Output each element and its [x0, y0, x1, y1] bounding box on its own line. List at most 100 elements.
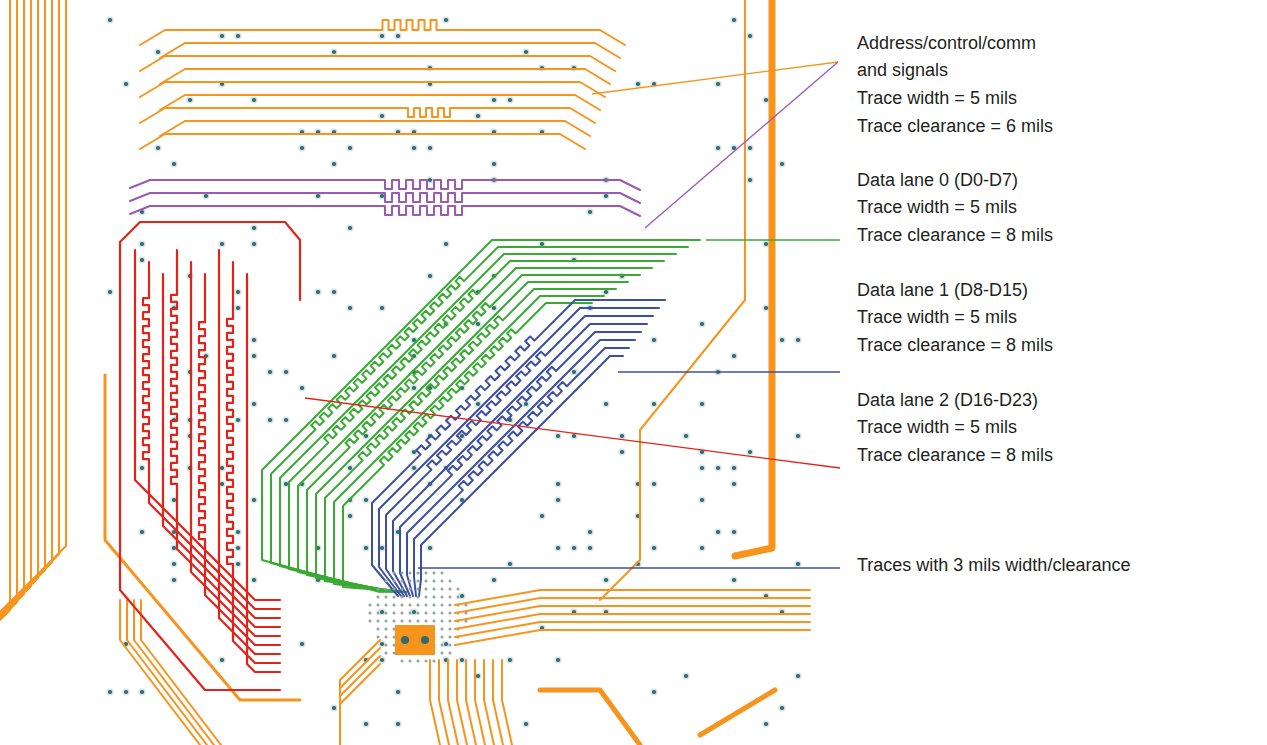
via-pad	[266, 416, 273, 423]
via-hole	[156, 146, 160, 150]
trace-orange	[340, 640, 380, 745]
via-pad	[346, 304, 353, 311]
via-hole	[396, 690, 400, 694]
via-hole	[268, 370, 272, 374]
trace-green	[262, 240, 700, 592]
via-hole	[172, 578, 176, 582]
bga-ball	[409, 620, 412, 623]
via-pad	[410, 608, 417, 615]
via-hole	[604, 402, 608, 406]
via-pad	[490, 160, 497, 167]
via-hole	[252, 402, 256, 406]
via-pad	[746, 32, 753, 39]
bga-ball	[449, 652, 452, 655]
via-pad	[218, 240, 225, 247]
via-hole	[716, 530, 720, 534]
via-hole	[732, 578, 736, 582]
leader-line	[305, 398, 840, 468]
via-hole	[156, 50, 160, 54]
via-pad	[282, 368, 289, 375]
via-hole	[108, 690, 112, 694]
via-hole	[476, 402, 480, 406]
bga-ball	[417, 580, 420, 583]
via-hole	[476, 674, 480, 678]
via-hole	[492, 162, 496, 166]
via-pad	[442, 640, 449, 647]
via-hole	[652, 690, 656, 694]
via-pad	[554, 480, 561, 487]
via-hole	[524, 50, 528, 54]
bga-ball	[433, 660, 436, 663]
via-hole	[556, 482, 560, 486]
bga-ball	[377, 604, 380, 607]
trace-orange	[0, 0, 52, 614]
bga-ball	[385, 596, 388, 599]
via-hole	[140, 258, 144, 262]
via-pad	[554, 432, 561, 439]
via-pad	[298, 384, 305, 391]
via-hole	[588, 530, 592, 534]
bga-ball	[369, 604, 372, 607]
via-hole	[508, 562, 512, 566]
via-hole	[732, 354, 736, 358]
via-pad	[426, 272, 433, 279]
trace-orange	[141, 600, 221, 745]
via-hole	[460, 594, 464, 598]
via-hole	[428, 146, 432, 150]
bga-ball	[425, 572, 428, 575]
via-hole	[284, 370, 288, 374]
trace-red	[163, 274, 280, 618]
bga-ball	[433, 612, 436, 615]
via-pad	[618, 448, 625, 455]
via-pad	[106, 16, 113, 23]
bga-ball	[441, 652, 444, 655]
via-hole	[700, 498, 704, 502]
via-pad	[650, 400, 657, 407]
bga-ball	[409, 572, 412, 575]
via-pad	[746, 176, 753, 183]
via-hole	[716, 466, 720, 470]
bga-ball	[417, 620, 420, 623]
via-hole	[140, 242, 144, 246]
trace-green	[307, 275, 640, 592]
via-hole	[332, 354, 336, 358]
via-pad	[554, 496, 561, 503]
bga-ball	[393, 580, 396, 583]
trace-orange	[455, 630, 810, 645]
via-hole	[252, 578, 256, 582]
via-hole	[748, 450, 752, 454]
via-pad	[250, 400, 257, 407]
via-pad	[730, 144, 737, 151]
via-hole	[556, 498, 560, 502]
via-pad	[426, 144, 433, 151]
via-hole	[540, 514, 544, 518]
callout-text: Trace clearance = 8 mils	[857, 222, 1053, 249]
via-hole	[588, 546, 592, 550]
via-pad	[458, 656, 465, 663]
via-hole	[364, 722, 368, 726]
bga-ball	[457, 588, 460, 591]
via-hole	[268, 418, 272, 422]
via-hole	[300, 642, 304, 646]
bga-ball	[441, 620, 444, 623]
bga-ball	[401, 604, 404, 607]
bga-ball	[393, 596, 396, 599]
via-hole	[556, 546, 560, 550]
callout-text: Data lane 1 (D8-D15)	[857, 277, 1028, 304]
trace-red	[227, 262, 280, 663]
trace-purple	[130, 180, 640, 190]
via-hole	[636, 82, 640, 86]
bga-ball	[409, 660, 412, 663]
bga-ball	[369, 612, 372, 615]
via-pad	[170, 576, 177, 583]
bga-ball	[377, 612, 380, 615]
trace-orange	[0, 0, 10, 620]
via-hole	[396, 34, 400, 38]
via-hole	[732, 18, 736, 22]
trace-orange-thick	[540, 690, 640, 745]
via-hole	[348, 146, 352, 150]
bga-ball	[409, 588, 412, 591]
via-pad	[746, 448, 753, 455]
via-hole	[604, 194, 608, 198]
via-pad	[122, 80, 129, 87]
